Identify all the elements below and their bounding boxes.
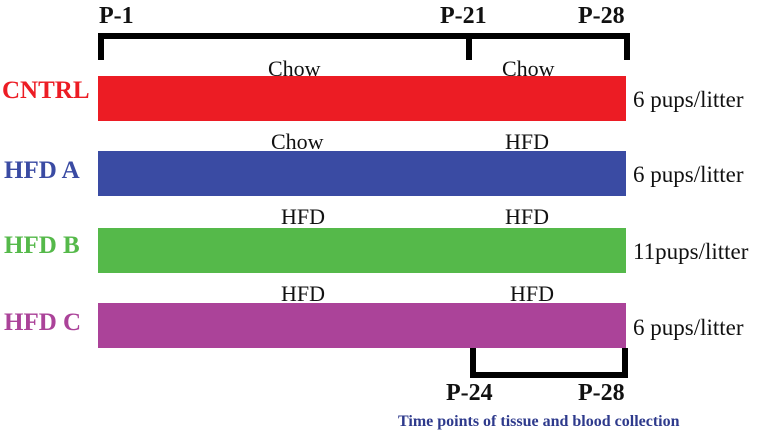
diet-bar-hfd-b (98, 228, 626, 273)
pups-per-litter-hfd-b: 11pups/litter (633, 239, 749, 264)
diet-label-phase-1: HFD (281, 204, 326, 229)
top-bracket-right-tick (624, 33, 630, 60)
group-label-cntrl: CNTRL (2, 77, 90, 104)
collection-caption: Time points of tissue and blood collecti… (398, 413, 680, 430)
diet-label-phase-1: Chow (268, 56, 321, 81)
diet-label-phase-2: Chow (502, 56, 555, 81)
pups-per-litter-hfd-a: 6 pups/litter (633, 162, 744, 187)
diet-label-phase-2: HFD (505, 129, 550, 154)
top-bracket-horizontal (98, 33, 630, 39)
timepoint-p21-label: P-21 (440, 3, 487, 29)
diet-bar-hfd-a (98, 151, 626, 196)
bottom-bracket-horizontal (470, 372, 628, 378)
diet-label-phase-2: HFD (505, 204, 550, 229)
top-bracket-mid-tick (466, 33, 472, 60)
timepoint-p28-bottom-label: P-28 (578, 380, 625, 406)
diet-bar-hfd-c (98, 303, 626, 348)
top-bracket-left-tick (98, 33, 104, 60)
timepoint-p1-label: P-1 (99, 3, 134, 29)
bottom-bracket-right-tick (622, 348, 628, 378)
bottom-bracket-left-tick (470, 348, 476, 378)
diet-bar-cntrl (98, 76, 626, 121)
group-label-hfd-b: HFD B (4, 232, 80, 259)
diet-label-phase-2: HFD (510, 281, 555, 306)
group-label-hfd-c: HFD C (4, 309, 82, 336)
pups-per-litter-cntrl: 6 pups/litter (633, 87, 744, 112)
pups-per-litter-hfd-c: 6 pups/litter (633, 315, 744, 340)
diet-label-phase-1: HFD (281, 281, 326, 306)
group-label-hfd-a: HFD A (4, 157, 80, 184)
diet-label-phase-1: Chow (271, 129, 324, 154)
timepoint-p24-label: P-24 (446, 380, 493, 406)
timepoint-p28-label: P-28 (578, 3, 625, 29)
